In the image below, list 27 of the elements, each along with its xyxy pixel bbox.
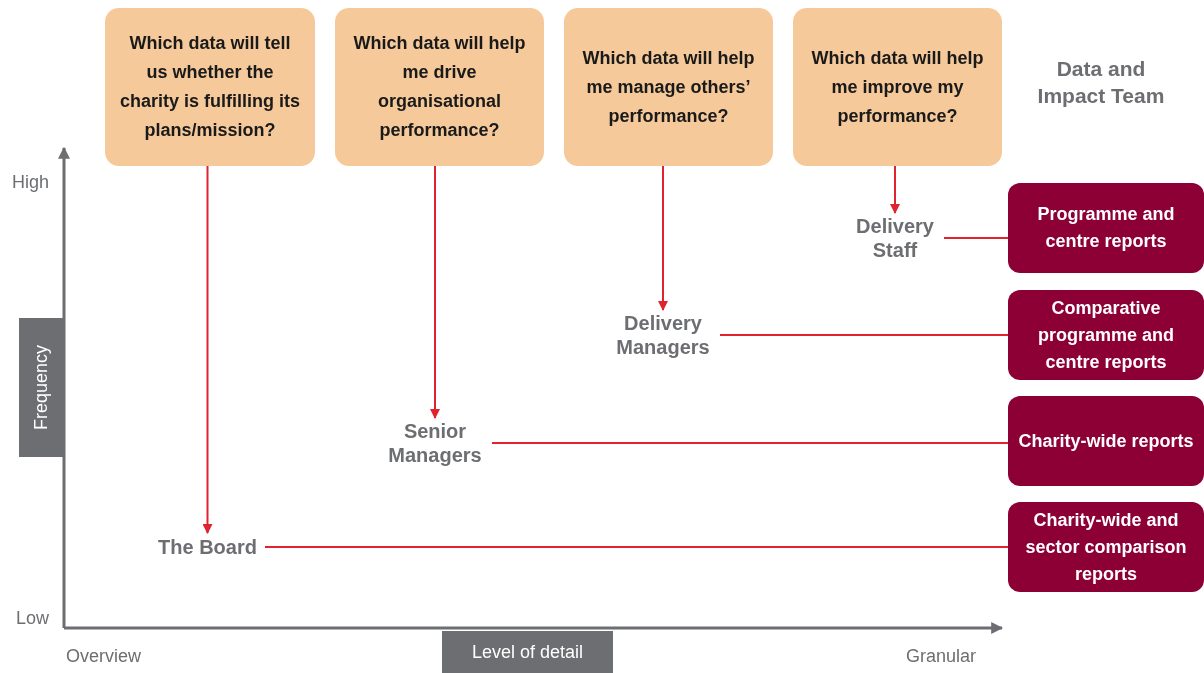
question-box: Which data will tell us whether the charity is fulfilling its plans/mission? [105,8,315,166]
connector-line [491,442,1009,444]
connector-line [719,334,1009,336]
report-box: Charity-wide and sector comparison reports [1008,502,1204,592]
connector-line [943,237,1009,239]
role-text: The Board [150,533,265,561]
arrow [430,165,440,419]
axis-label: Low [16,608,50,629]
axis-label: Overview [66,646,141,667]
team-heading: Data and Impact Team [1036,56,1166,109]
question-box: Which data will help me improve my performance? [793,8,1002,166]
role-text: Delivery Staff [846,213,944,263]
question-box: Which data will help me manage others’ performance? [564,8,773,166]
axis-title-box: Level of detail [442,631,613,673]
report-box: Programme and centre reports [1008,183,1204,273]
arrow [202,165,213,534]
role-text: Senior Managers [378,418,492,468]
axis-label: Granular [906,646,977,667]
report-box: Comparative programme and centre reports [1008,290,1204,380]
axis-title-box: Frequency [19,318,64,457]
connector-line [264,546,1009,548]
question-box: Which data will help me drive organisational performance? [335,8,544,166]
axis-label: High [12,172,50,193]
arrow [890,165,900,214]
report-box: Charity-wide reports [1008,396,1204,486]
arrow [658,165,668,311]
role-text: Delivery Managers [606,310,720,360]
